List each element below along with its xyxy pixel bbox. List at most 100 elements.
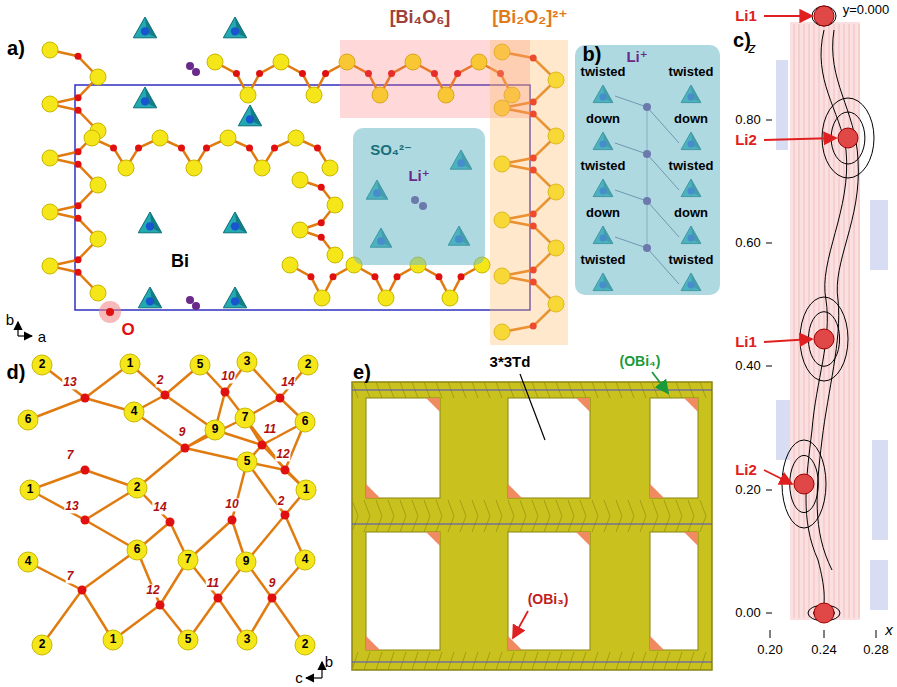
tick-mark <box>824 630 825 638</box>
polyhedron-edge <box>676 500 682 516</box>
polyhedron-edge <box>604 652 610 670</box>
node-text: twisted <box>669 65 714 79</box>
oxygen-atom <box>110 144 117 151</box>
node-text: SO₄²⁻ <box>370 142 412 159</box>
tick-mark <box>766 613 772 614</box>
oxygen-atom <box>75 215 82 222</box>
axis-label: b <box>6 312 14 329</box>
lithium-atom <box>186 62 194 70</box>
oxygen-atom <box>371 273 378 280</box>
oxygen-atom <box>276 394 285 403</box>
obi3-unit <box>426 398 440 412</box>
cavity-label: 3*3Td <box>490 354 531 371</box>
oxygen-number: 7 <box>66 449 75 462</box>
leader-arrow <box>764 15 812 17</box>
bismuth-atom <box>237 452 257 472</box>
polyhedron-edge <box>544 500 550 516</box>
site-label: Li2 <box>735 132 757 149</box>
unit-label: (OBi₃) <box>526 592 571 607</box>
unit-cell-line <box>352 390 712 391</box>
bismuth-number: 6 <box>134 543 141 556</box>
density-hatch <box>794 24 795 618</box>
polyhedron-edge <box>520 652 526 670</box>
sulfate-lithium-box: SO₄²⁻Li⁺ <box>353 128 485 265</box>
contour-line <box>782 440 826 528</box>
node-text: [Bi₂O₂]²⁺ <box>492 8 567 28</box>
oxygen-atom <box>307 273 314 280</box>
bismuth-atom <box>298 355 318 375</box>
lithium-atom <box>192 302 200 310</box>
panel-letter: c) <box>733 29 751 51</box>
node-text: twisted <box>669 253 714 267</box>
polyhedron-edge <box>628 500 634 516</box>
density-hatch <box>799 24 800 618</box>
oxygen-atom <box>435 273 442 280</box>
density-hatch <box>814 24 815 618</box>
polyhedron-edge <box>436 500 442 516</box>
polyhedron-edge <box>580 500 586 516</box>
oxygen-number: 7 <box>66 570 75 583</box>
leader-arrow <box>652 372 668 393</box>
axis-b <box>17 322 18 336</box>
bismuth-atom <box>378 290 394 306</box>
polyhedron-edge <box>460 500 466 516</box>
axis-label: a <box>38 329 46 346</box>
oxygen-atom <box>181 444 190 453</box>
polyhedron-edge <box>496 652 502 670</box>
sulfur-atom <box>141 97 149 105</box>
contour-line <box>831 112 865 164</box>
tick-label: 0.20 <box>757 643 782 657</box>
oxygen-atom <box>78 586 87 595</box>
axis-c <box>306 677 322 678</box>
obi3-unit <box>508 636 522 650</box>
td-cavity <box>366 398 440 498</box>
oxygen-atom <box>75 53 82 60</box>
bismuth-number: 4 <box>25 555 32 568</box>
oxygen-atom <box>75 94 82 101</box>
bismuth-atom <box>295 550 315 570</box>
oxygen-number: 11 <box>263 423 277 436</box>
bismuth-atom <box>42 96 58 112</box>
oxygen-atom <box>178 144 185 151</box>
oxygen-atom <box>394 273 401 280</box>
polyhedron-edge <box>700 500 706 516</box>
polyhedron-edge <box>412 500 418 516</box>
obi3-unit <box>366 484 380 498</box>
oxygen-atom <box>268 594 277 603</box>
bismuth-number: 7 <box>242 411 249 424</box>
bismuth-number: 4 <box>131 405 138 418</box>
bismuth-atom <box>273 54 289 70</box>
unit-cell-line <box>352 524 712 525</box>
bismuth-atom <box>127 540 147 560</box>
sulfur-atom <box>146 297 154 305</box>
polyhedron-edge <box>460 652 466 670</box>
oxygen-atom <box>166 518 175 527</box>
bismuth-number: 6 <box>25 413 32 426</box>
axis-b <box>321 662 322 678</box>
bismuth-atom <box>306 87 322 103</box>
polyhedron-edge <box>388 652 394 670</box>
bismuth-atom <box>254 160 270 176</box>
unit-cell-line <box>352 662 712 663</box>
oxygen-atom <box>281 466 290 475</box>
density-hatch <box>834 24 835 618</box>
atom-label: Bi <box>170 252 190 272</box>
node-text: twisted <box>581 65 626 79</box>
li-site <box>814 6 834 26</box>
oxygen-atom <box>246 144 253 151</box>
bismuth-number: 1 <box>110 633 117 646</box>
li-site <box>794 474 814 494</box>
polyhedron-edge <box>592 500 598 516</box>
oxygen-atom <box>81 394 90 403</box>
bismuth-atom <box>120 354 140 374</box>
bismuth-number: 2 <box>39 358 46 371</box>
bismuth-atom <box>20 480 40 500</box>
sulfate-tetrahedron <box>238 105 261 126</box>
bismuth-atom <box>152 130 168 146</box>
polyhedron-edge <box>508 500 514 516</box>
polyhedron-edge <box>448 500 454 516</box>
polyhedron-edge <box>400 500 406 516</box>
oxygen-atom <box>214 594 223 603</box>
axis-label: b <box>325 654 333 671</box>
panel-letter: d) <box>7 361 26 383</box>
